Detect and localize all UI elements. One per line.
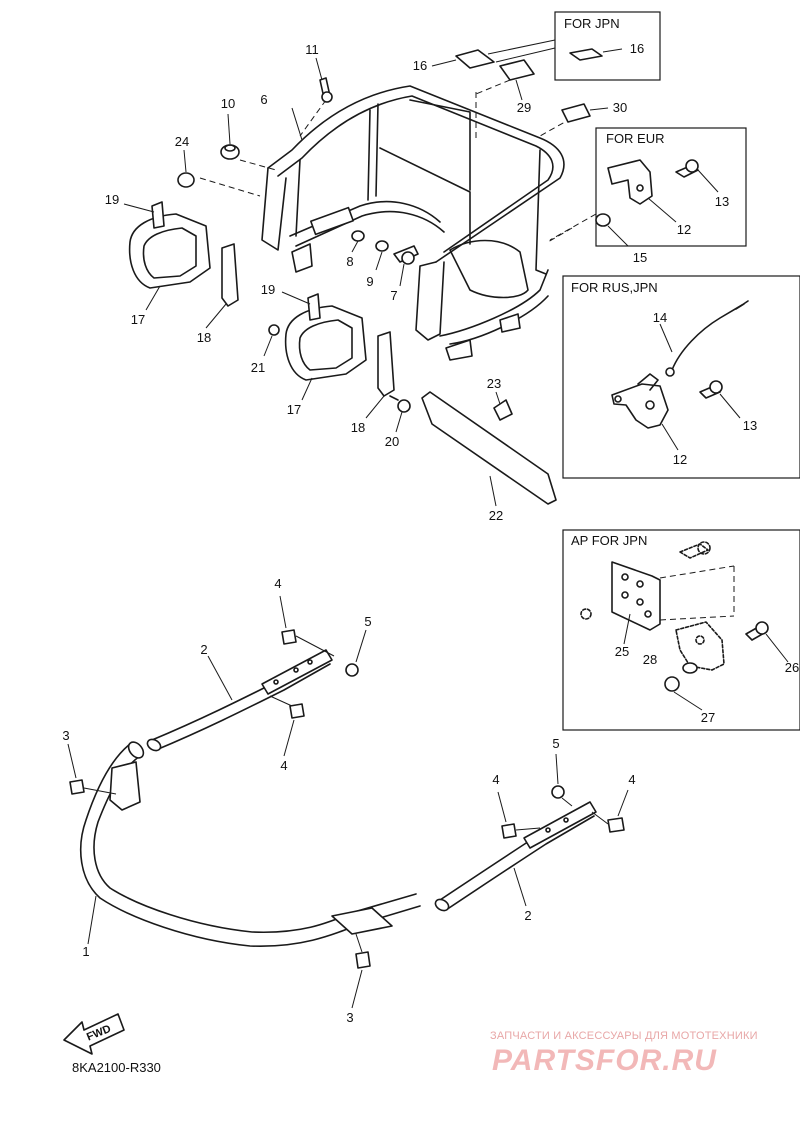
bolt-4-mid	[269, 695, 305, 757]
callout-7: 7	[390, 288, 397, 303]
washer-28-icon	[682, 662, 698, 674]
rear-rack-6	[261, 85, 565, 361]
callout-10: 10	[221, 96, 235, 111]
callout-16b: 16	[630, 41, 644, 56]
bracket-set-b	[281, 291, 395, 419]
bracket-12-eur	[607, 159, 653, 205]
callout-2b: 2	[524, 908, 531, 923]
callout-17a: 17	[131, 312, 145, 327]
label-30	[561, 103, 591, 123]
callout-1: 1	[82, 944, 89, 959]
bracket-12-rus	[611, 383, 669, 429]
inset-ap-for-jpn: AP FOR JPN	[562, 529, 800, 731]
callout-15: 15	[633, 250, 647, 265]
callout-28: 28	[643, 652, 657, 667]
callout-27: 27	[701, 710, 715, 725]
leader-6	[291, 107, 303, 141]
callout-17b: 17	[287, 402, 301, 417]
callout-2a: 2	[200, 642, 207, 657]
inset-for-jpn: FOR JPN	[554, 11, 661, 81]
callout-12a: 12	[677, 222, 691, 237]
bolt-20	[389, 395, 411, 433]
wire-14	[671, 304, 743, 371]
callout-3a: 3	[62, 728, 69, 743]
callout-5b: 5	[552, 736, 559, 751]
callout-9: 9	[366, 274, 373, 289]
callout-numbers: 11 10 6 24 19 17 18 19 21 17 18 20 8 9 7…	[62, 41, 799, 1025]
inset-ap-for-jpn-title: AP FOR JPN	[571, 533, 647, 548]
callout-29: 29	[517, 100, 531, 115]
inset-for-rus-jpn: FOR RUS,JPN	[562, 275, 800, 479]
bracket-set-a	[123, 201, 239, 329]
bolt-4-top	[279, 595, 335, 657]
callout-24: 24	[175, 134, 189, 149]
washer-9	[375, 240, 389, 271]
callout-11: 11	[305, 42, 319, 57]
collar-10	[220, 113, 240, 160]
callout-26: 26	[785, 660, 799, 675]
callout-4c: 4	[492, 772, 499, 787]
callout-19a: 19	[105, 192, 119, 207]
washer-8	[351, 230, 365, 253]
inset-for-jpn-title: FOR JPN	[564, 16, 620, 31]
callout-20: 20	[385, 434, 399, 449]
watermark-tagline: ЗАПЧАСТИ И АКСЕССУАРЫ ДЛЯ МОТОТЕХНИКИ	[490, 1030, 758, 1042]
bolt-11	[315, 57, 333, 103]
forward-arrow-icon: FWD	[63, 1013, 125, 1055]
callout-18b: 18	[351, 420, 365, 435]
watermark-brand: PARTSFOR.RU	[492, 1044, 717, 1077]
tube-2-right	[434, 801, 597, 912]
assembly-leader-lines	[199, 79, 597, 243]
plate-25	[611, 561, 661, 631]
drawing-code: 8KA2100-R330	[72, 1060, 161, 1075]
callout-16a: 16	[413, 58, 427, 73]
label-16-jpn	[569, 48, 603, 61]
callout-8: 8	[346, 254, 353, 269]
nut-21	[263, 324, 280, 357]
nut-27-icon	[664, 676, 680, 692]
plate-22	[421, 391, 557, 507]
bolt-4-right-a	[497, 791, 541, 839]
nut-5-right	[551, 753, 573, 807]
callout-3b: 3	[346, 1010, 353, 1025]
nut-5-top	[345, 629, 367, 677]
callout-12b: 12	[673, 452, 687, 467]
callout-5a: 5	[364, 614, 371, 629]
tube-1	[80, 741, 421, 948]
callout-4a: 4	[274, 576, 281, 591]
callout-4d: 4	[628, 772, 635, 787]
callout-25: 25	[615, 644, 629, 659]
callout-21: 21	[251, 360, 265, 375]
callout-13b: 13	[743, 418, 757, 433]
bolt-7	[393, 245, 419, 287]
inset-for-eur-title: FOR EUR	[606, 131, 665, 146]
callout-13a: 13	[715, 194, 729, 209]
bolt-13-eur-icon	[685, 159, 699, 173]
inset-for-rus-jpn-title: FOR RUS,JPN	[571, 280, 658, 295]
callout-19b: 19	[261, 282, 275, 297]
tube-2-left	[146, 649, 333, 752]
callout-18a: 18	[197, 330, 211, 345]
bolt-3-top	[67, 743, 117, 795]
bolt-3-bottom	[351, 933, 371, 1009]
label-29	[499, 59, 535, 81]
callout-6: 6	[260, 92, 267, 107]
bolt-15	[595, 213, 629, 247]
bolt-26-icon	[755, 621, 769, 635]
fastener-23	[493, 391, 513, 421]
label-16	[455, 49, 495, 69]
callout-30: 30	[613, 100, 627, 115]
callout-22: 22	[489, 508, 503, 523]
bolt-13-rus-icon	[709, 380, 723, 394]
bolt-4-right-b	[591, 789, 629, 833]
callout-23: 23	[487, 376, 501, 391]
callout-4b: 4	[280, 758, 287, 773]
callout-14: 14	[653, 310, 667, 325]
collar-24	[177, 149, 195, 188]
inset-for-eur: FOR EUR	[595, 127, 747, 247]
